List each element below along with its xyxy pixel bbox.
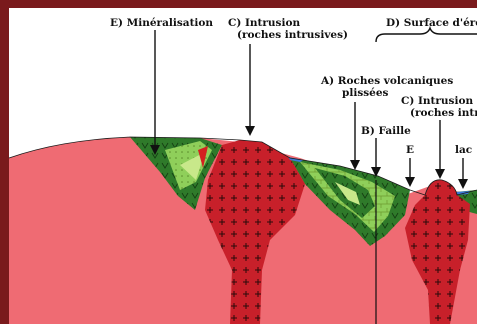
label-volcanic-rocks-line1: A) Roches volcaniques bbox=[320, 75, 453, 87]
label-mineralisation: E) Minéralisation bbox=[110, 17, 213, 29]
label-fault: B) Faille bbox=[361, 125, 411, 137]
label-intrusion-left-line2: (roches intrusives) bbox=[237, 29, 348, 41]
label-mineralisation-short: E bbox=[406, 144, 414, 156]
label-intrusion-left-line1: C) Intrusion bbox=[228, 17, 300, 29]
label-surface-erosion: D) Surface d'érosion bbox=[386, 17, 477, 29]
label-intrusion-right-line1: C) Intrusion bbox=[401, 95, 473, 107]
label-lake: lac bbox=[455, 144, 472, 156]
label-volcanic-rocks-line2: plissées bbox=[342, 87, 389, 99]
label-intrusion-right-line2: (roches intrusi bbox=[410, 107, 477, 119]
